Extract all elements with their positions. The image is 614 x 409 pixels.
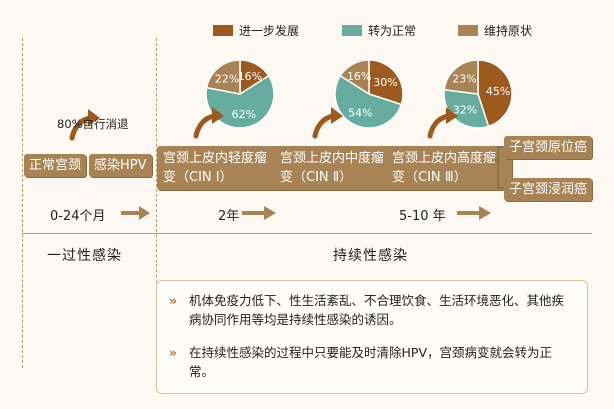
time-label-5-10-years: 5-10 年 bbox=[399, 209, 446, 224]
info-bullet-2-text: 在持续性感染的过程中只要能及时清除HPV，宫颈病变就会转为正常。 bbox=[189, 345, 552, 379]
legend-item-progress: 进一步发展 bbox=[213, 22, 299, 39]
pie-slice bbox=[477, 59, 513, 128]
divider-left bbox=[22, 38, 23, 368]
legend-label-progress: 进一步发展 bbox=[239, 24, 300, 38]
pie-slice bbox=[339, 59, 370, 96]
legend-swatch-progress bbox=[213, 25, 233, 36]
legend-swatch-normal bbox=[342, 25, 362, 36]
time-label-2-years: 2年 bbox=[218, 209, 240, 224]
pie-slice-label: 22% bbox=[215, 72, 239, 85]
divider-top bbox=[22, 233, 592, 234]
pie-slice bbox=[368, 59, 404, 106]
timeline-arrow-2 bbox=[242, 206, 276, 220]
curved-arrow bbox=[427, 113, 451, 139]
legend-item-maintain: 维持原状 bbox=[458, 22, 532, 39]
self-clear-note: 80%自行消退 bbox=[57, 117, 129, 131]
stage-cin1: 宫颈上皮内轻度瘤变（CIN Ⅰ） bbox=[157, 146, 283, 190]
curved-arrow-head bbox=[212, 107, 224, 124]
stage-cin2: 宫颈上皮内中度瘤变（CIN Ⅱ） bbox=[274, 146, 400, 190]
curved-arrow-head bbox=[331, 107, 343, 124]
cancer-branch-bracket bbox=[492, 146, 504, 189]
stage-normal-cervix: 正常宫颈 bbox=[24, 154, 87, 177]
divider-middle bbox=[156, 38, 157, 368]
stage-hpv-infection: 感染HPV bbox=[89, 154, 152, 177]
curved-arrow bbox=[193, 113, 217, 139]
info-bullet-1-text: 机体免疫力低下、性生活紊乱、不合理饮食、生活环境恶化、其他疾病协同作用等均是持续… bbox=[189, 293, 565, 327]
stage-cin3: 宫颈上皮内高度瘤变（CIN Ⅲ） bbox=[386, 146, 512, 190]
curved-arrow bbox=[69, 115, 93, 141]
curved-arrow-head bbox=[446, 107, 458, 124]
phase-persistent-infection: 持续性感染 bbox=[333, 248, 408, 264]
pie-slice-label: 62% bbox=[232, 108, 256, 121]
curved-arrow bbox=[312, 113, 336, 139]
legend-label-maintain: 维持原状 bbox=[484, 24, 533, 38]
chevron-right-icon: » bbox=[169, 293, 178, 308]
timeline-arrow-1 bbox=[121, 206, 150, 220]
pie-slice bbox=[205, 74, 275, 129]
pie-slice-label: 32% bbox=[453, 104, 477, 117]
info-panel: » 机体免疫力低下、性生活紊乱、不合理饮食、生活环境恶化、其他疾病协同作用等均是… bbox=[156, 280, 588, 394]
stage-invasive-carcinoma: 子宫颈浸润癌 bbox=[504, 178, 593, 201]
pie-slice bbox=[205, 59, 241, 95]
pie-slice bbox=[443, 88, 490, 129]
pie-slice bbox=[443, 59, 479, 95]
pie-slice-label: 30% bbox=[373, 76, 397, 89]
info-bullet-1: » 机体免疫力低下、性生活紊乱、不合理饮食、生活环境恶化、其他疾病协同作用等均是… bbox=[169, 291, 574, 329]
pie-slice bbox=[334, 74, 403, 129]
pie-slice-label: 45% bbox=[486, 85, 510, 98]
phase-transient-infection: 一过性感染 bbox=[47, 248, 122, 264]
stage-carcinoma-in-situ: 子宫颈原位癌 bbox=[504, 136, 593, 159]
pie-slice-label: 16% bbox=[347, 70, 371, 83]
chevron-right-icon: » bbox=[169, 345, 178, 360]
timeline-arrow-3 bbox=[457, 206, 491, 220]
legend-label-normal: 转为正常 bbox=[368, 24, 417, 38]
pie-slice-label: 54% bbox=[348, 106, 372, 119]
info-bullet-2: » 在持续性感染的过程中只要能及时清除HPV，宫颈病变就会转为正常。 bbox=[169, 343, 574, 381]
pie-slice-label: 16% bbox=[238, 70, 262, 83]
pie-slice-label: 23% bbox=[452, 73, 476, 86]
curved-arrow-head bbox=[88, 109, 100, 126]
time-label-0-24-months: 0-24个月 bbox=[50, 209, 106, 224]
legend-swatch-maintain bbox=[458, 25, 478, 36]
legend-item-normal: 转为正常 bbox=[342, 22, 416, 39]
